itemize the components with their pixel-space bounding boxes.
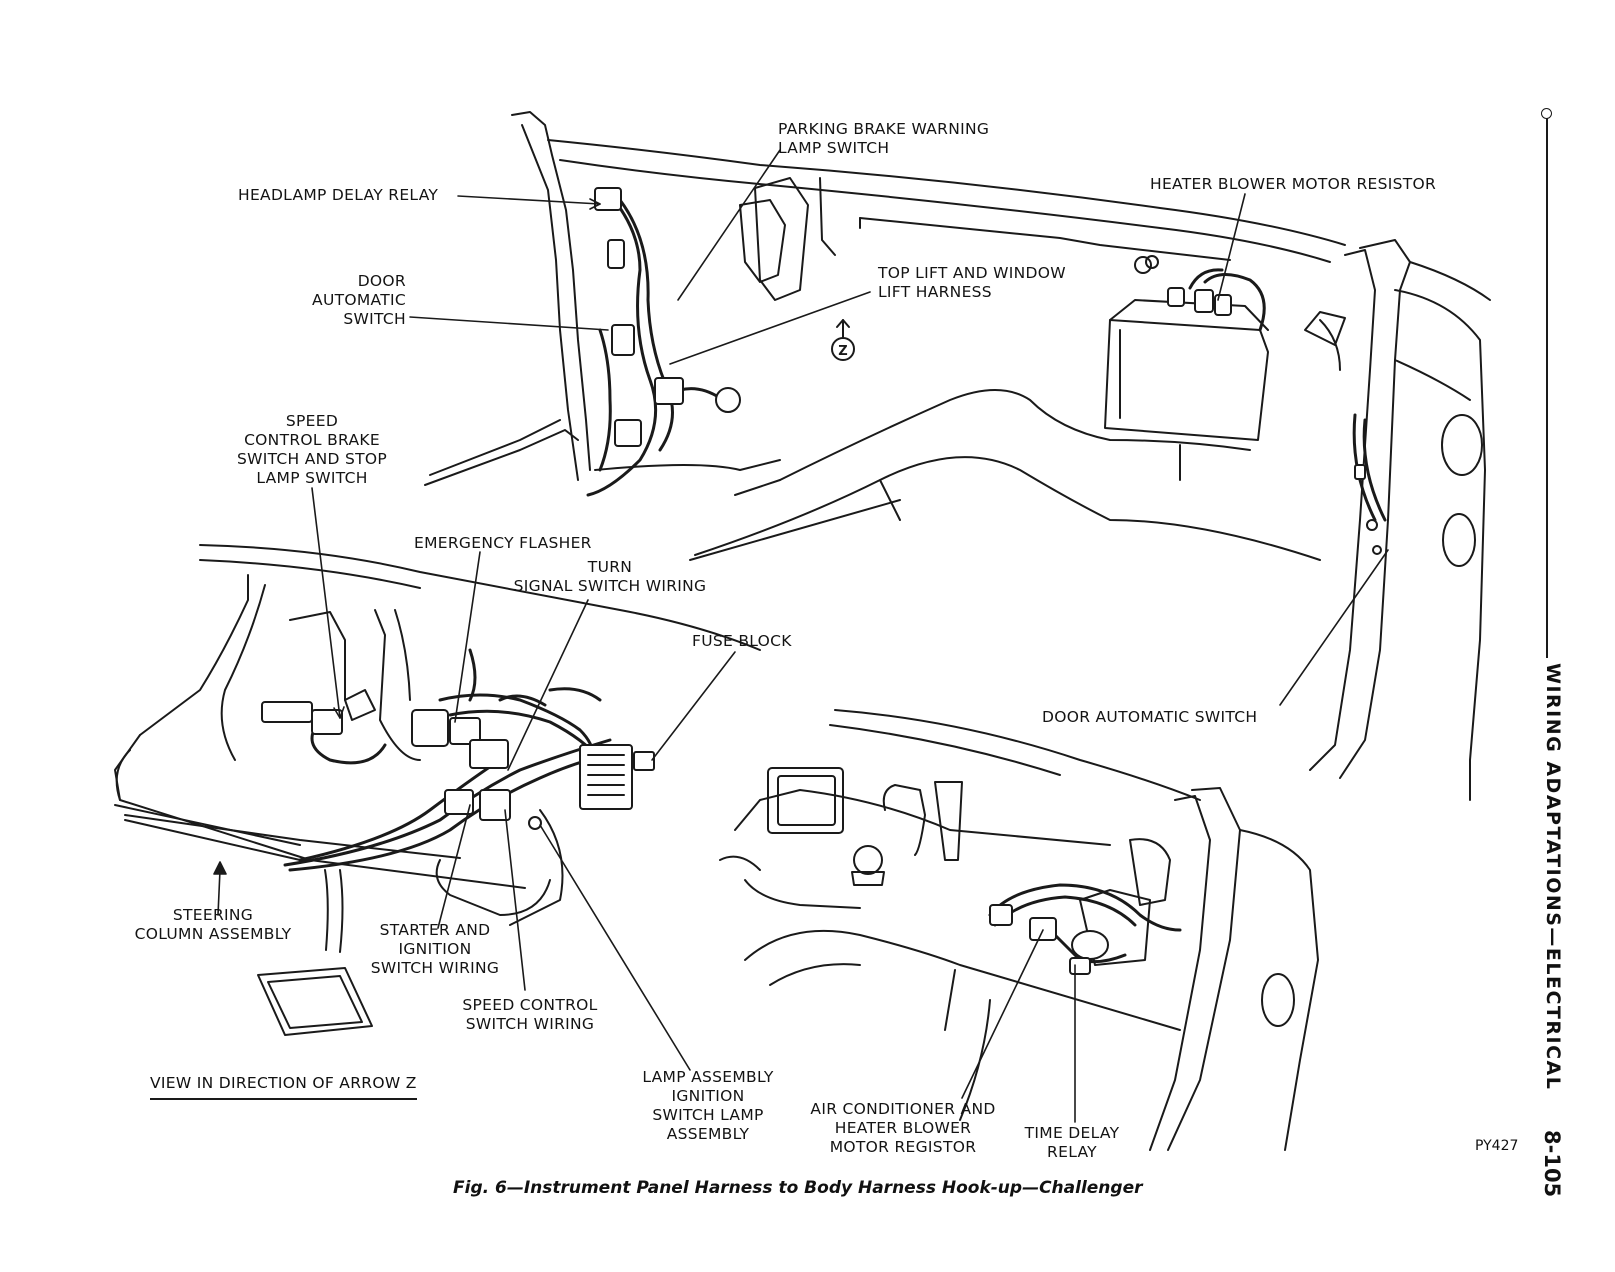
label-line: CONTROL BRAKE: [244, 431, 380, 449]
label-starter-ignition-switch-wiring: STARTER AND IGNITION SWITCH WIRING: [360, 921, 510, 978]
upper-harness-wiring: [586, 193, 1387, 522]
label-heater-blower-motor-resistor: HEATER BLOWER MOTOR RESISTOR: [1150, 175, 1436, 194]
side-rule: [1546, 118, 1548, 658]
label-line: DOOR: [357, 272, 406, 290]
label-line: LAMP SWITCH: [256, 469, 368, 487]
leader-lines: [213, 149, 1389, 1123]
label-line: TURN: [587, 558, 633, 576]
label-line: ASSEMBLY: [666, 1125, 750, 1143]
lower-left-connectors: [261, 701, 655, 830]
upper-dashboard-outline: [424, 111, 1491, 801]
label-lamp-assembly-ignition-switch: LAMP ASSEMBLY IGNITION SWITCH LAMP ASSEM…: [628, 1068, 788, 1144]
label-line: STEERING: [172, 906, 254, 924]
figure-caption: Fig. 6—Instrument Panel Harness to Body …: [453, 1178, 1143, 1198]
label-line: LAMP ASSEMBLY: [642, 1068, 774, 1086]
label-speed-control-brake-switch: SPEED CONTROL BRAKE SWITCH AND STOP LAMP…: [222, 412, 402, 488]
label-turn-signal-switch-wiring: TURN SIGNAL SWITCH WIRING: [505, 558, 715, 596]
label-line: HEATER BLOWER: [834, 1119, 972, 1137]
label-line: MOTOR REGISTOR: [829, 1138, 977, 1156]
lower-right-connectors: [989, 904, 1109, 975]
label-air-conditioner-heater-blower: AIR CONDITIONER AND HEATER BLOWER MOTOR …: [798, 1100, 1008, 1157]
label-time-delay-relay: TIME DELAY RELAY: [1012, 1124, 1132, 1162]
label-line: AIR CONDITIONER AND: [810, 1100, 996, 1118]
label-line: COLUMN ASSEMBLY: [134, 925, 292, 943]
label-line: HEATER BLOWER MOTOR RESISTOR: [1150, 175, 1437, 193]
label-line: HEADLAMP DELAY RELAY: [238, 186, 439, 204]
label-line: LAMP SWITCH: [778, 139, 890, 157]
arrow-z-letter: Z: [838, 344, 847, 359]
label-fuse-block: FUSE BLOCK: [692, 632, 792, 651]
label-line: SWITCH WIRING: [465, 1015, 595, 1033]
label-line: SPEED: [285, 412, 339, 430]
label-line: TIME DELAY: [1024, 1124, 1120, 1142]
label-line: SWITCH LAMP: [652, 1106, 764, 1124]
label-line: PARKING BRAKE WARNING: [778, 120, 990, 138]
label-top-lift-window-harness: TOP LIFT AND WINDOW LIFT HARNESS: [878, 264, 1066, 302]
label-line: SWITCH AND STOP: [236, 450, 388, 468]
label-speed-control-switch-wiring: SPEED CONTROL SWITCH WIRING: [450, 996, 610, 1034]
page-number: 8-105: [1540, 1130, 1564, 1198]
label-line: SPEED CONTROL: [462, 996, 598, 1014]
arrow-z-marker: [831, 319, 855, 361]
label-line: TOP LIFT AND WINDOW: [878, 264, 1066, 282]
label-line: LIFT HARNESS: [878, 283, 992, 301]
label-door-automatic-switch-right: DOOR AUTOMATIC SWITCH: [1042, 708, 1257, 727]
lower-right-dash-outline: [719, 709, 1319, 1151]
view-direction-caption: VIEW IN DIRECTION OF ARROW Z: [150, 1074, 417, 1100]
label-headlamp-delay-relay: HEADLAMP DELAY RELAY: [238, 186, 438, 205]
label-line: SIGNAL SWITCH WIRING: [513, 577, 707, 595]
label-line: AUTOMATIC: [312, 291, 406, 309]
label-line: STARTER AND: [379, 921, 491, 939]
upper-connectors: [594, 187, 1382, 555]
label-line: SWITCH: [343, 310, 406, 328]
label-door-automatic-switch-left: DOOR AUTOMATIC SWITCH: [300, 272, 406, 329]
label-parking-brake-warning-lamp-switch: PARKING BRAKE WARNING LAMP SWITCH: [778, 120, 989, 158]
label-line: IGNITION: [671, 1087, 745, 1105]
section-title: WIRING ADAPTATIONS—ELECTRICAL: [1542, 663, 1564, 1091]
label-line: FUSE BLOCK: [692, 632, 792, 650]
label-line: IGNITION: [398, 940, 472, 958]
label-emergency-flasher: EMERGENCY FLASHER: [414, 534, 592, 553]
lower-left-dash-outline: [114, 544, 761, 1036]
label-line: DOOR AUTOMATIC SWITCH: [1042, 708, 1258, 726]
label-steering-column-assembly: STEERING COLUMN ASSEMBLY: [118, 906, 308, 944]
figure-code: PY427: [1475, 1138, 1519, 1154]
label-line: EMERGENCY FLASHER: [414, 534, 592, 552]
label-line: RELAY: [1047, 1143, 1097, 1161]
label-line: SWITCH WIRING: [370, 959, 500, 977]
